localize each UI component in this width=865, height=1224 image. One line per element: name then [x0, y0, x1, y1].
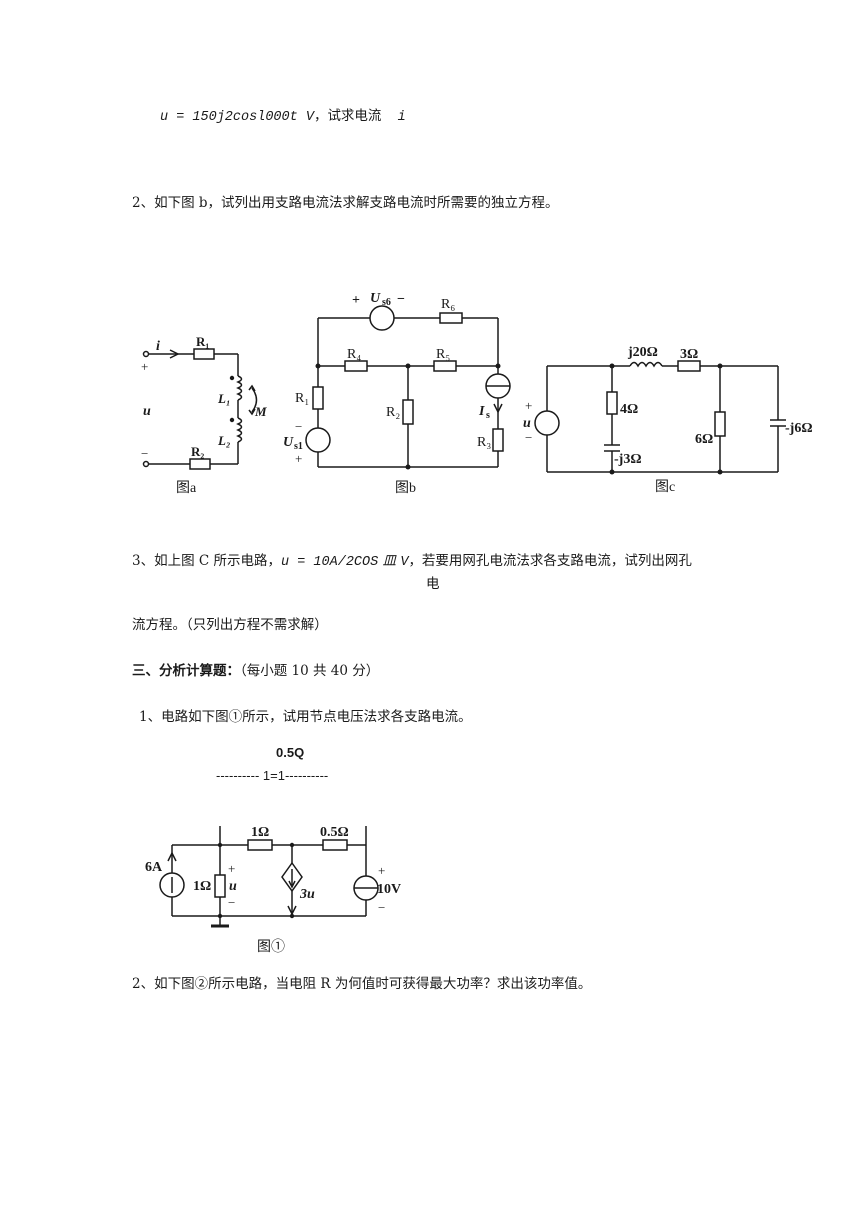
fig-c-plus: +	[525, 398, 532, 413]
fig-b-plus-us1: +	[295, 451, 302, 466]
fig-a-l1: L₁	[217, 391, 230, 406]
fig-a-r2: R₂	[191, 444, 204, 459]
fig-c-mj3: -j3Ω	[614, 452, 642, 467]
q3-wrap-char: 电	[426, 576, 440, 592]
fig1-r1b: 1Ω	[251, 825, 269, 840]
fig1-minus10: −	[378, 900, 385, 915]
figure-a: i + u − R₁ R₂ L₁ L₂ M 图a	[141, 334, 267, 496]
fig-a-m: M	[254, 404, 267, 419]
fig-b-us6: U	[370, 291, 381, 306]
q3-formula: u = 10A/2COS	[281, 555, 379, 570]
fig-c-u: u	[523, 416, 531, 431]
q1-ask: 试求电流	[327, 108, 382, 124]
fig-b-r5: R₅	[436, 347, 450, 362]
fig-a-i: i	[156, 339, 160, 354]
fig-b-caption: 图b	[395, 481, 416, 496]
fig-b-r6: R₆	[441, 297, 455, 312]
fig-c-r3: 3Ω	[680, 347, 698, 362]
q3-wt: 皿	[382, 553, 397, 569]
p1-text: 1、电路如下图①所示，试用节点电压法求各支路电流。	[139, 709, 472, 725]
fig-a-l2: L₂	[217, 433, 230, 448]
fig-b-is: I	[478, 404, 485, 419]
q3-line1-b: ，若要用网孔电流法求各支路电流，试列出网孔	[408, 553, 692, 569]
fig-b-r4: R₄	[347, 347, 361, 362]
fig1-minus-u: −	[228, 895, 235, 910]
p2-text: 2、如下图②所示电路，当电阻 R 为何值时可获得最大功率？求出该功率值。	[132, 976, 592, 992]
q1-tail-line: u = 150j2cosl000t V，试求电流 i	[160, 107, 406, 127]
fig1-10v: 10V	[377, 882, 401, 897]
fig-a-minus: −	[141, 446, 148, 461]
fig-b-minus-us6: −	[397, 292, 405, 307]
fig1-top-label: 0.5Q	[276, 745, 305, 760]
q3-v: V	[400, 555, 409, 570]
q1-comma: ，	[313, 110, 328, 125]
fig1-r05: 0.5Ω	[320, 825, 349, 840]
fig-b-minus-us1: −	[295, 419, 302, 434]
fig1-plus10: +	[378, 863, 385, 878]
fig-c-mj6: -j6Ω	[785, 421, 813, 436]
fig-b-us1: U	[283, 435, 294, 450]
fig1-3u: 3u	[299, 887, 315, 902]
fig-c-r4: 4Ω	[620, 402, 638, 417]
fig-c-r6: 6Ω	[695, 432, 713, 447]
section3-note: （每小题 10 共 40 分）	[240, 663, 380, 679]
fig-c-j20: j20Ω	[627, 345, 658, 360]
fig-c-minus: −	[525, 430, 532, 445]
q3-line1-a: 3、如上图 C 所示电路，	[132, 553, 282, 569]
q3-line1: 3、如上图 C 所示电路，u = 10A/2COS 皿 V，若要用网孔电流法求各…	[132, 552, 692, 572]
fig-b-r2: R₂	[386, 405, 400, 420]
fig-b-is-sub: s	[486, 410, 490, 421]
q3-line2: 流方程。（只列出方程不需求解）	[132, 617, 328, 633]
fig-b-r3: R₃	[477, 435, 491, 450]
fig-a-r1: R₁	[196, 334, 209, 349]
q2-text: 2、如下图 b，试列出用支路电流法求解支路电流时所需要的独立方程。	[132, 195, 559, 211]
fig-a-u: u	[143, 404, 151, 419]
fig-b-plus-us6: +	[352, 293, 360, 308]
fig1-u: u	[229, 879, 237, 894]
fig-b-us6-sub: s6	[382, 297, 391, 308]
figure-b: + U s6 − R₆ R₄ R₅ R₁ R₂ R₃ I s − U s1 + …	[283, 291, 511, 496]
fig1-r1a: 1Ω	[193, 879, 211, 894]
q1-var: i	[397, 110, 406, 125]
fig-c-caption: 图c	[655, 480, 675, 495]
section3-heading: 三、分析计算题：（每小题 10 共 40 分）	[132, 662, 379, 680]
fig-b-us1-sub: s1	[294, 441, 303, 452]
fig1-plus-u: +	[228, 861, 235, 876]
figure-c: j20Ω 3Ω 4Ω -j3Ω 6Ω -j6Ω + u − 图c	[523, 345, 813, 495]
section3-title: 三、分析计算题：	[132, 663, 240, 679]
fig1-dash-line: ---------- 1=1----------	[216, 768, 329, 783]
fig-a-caption: 图a	[176, 481, 197, 496]
fig1-caption: 图①	[257, 939, 285, 955]
fig-b-r1: R₁	[295, 391, 309, 406]
fig-a-plus: +	[141, 359, 148, 374]
fig1-6a: 6A	[145, 860, 163, 875]
q1-formula: u = 150j2cosl000t V	[160, 110, 314, 125]
